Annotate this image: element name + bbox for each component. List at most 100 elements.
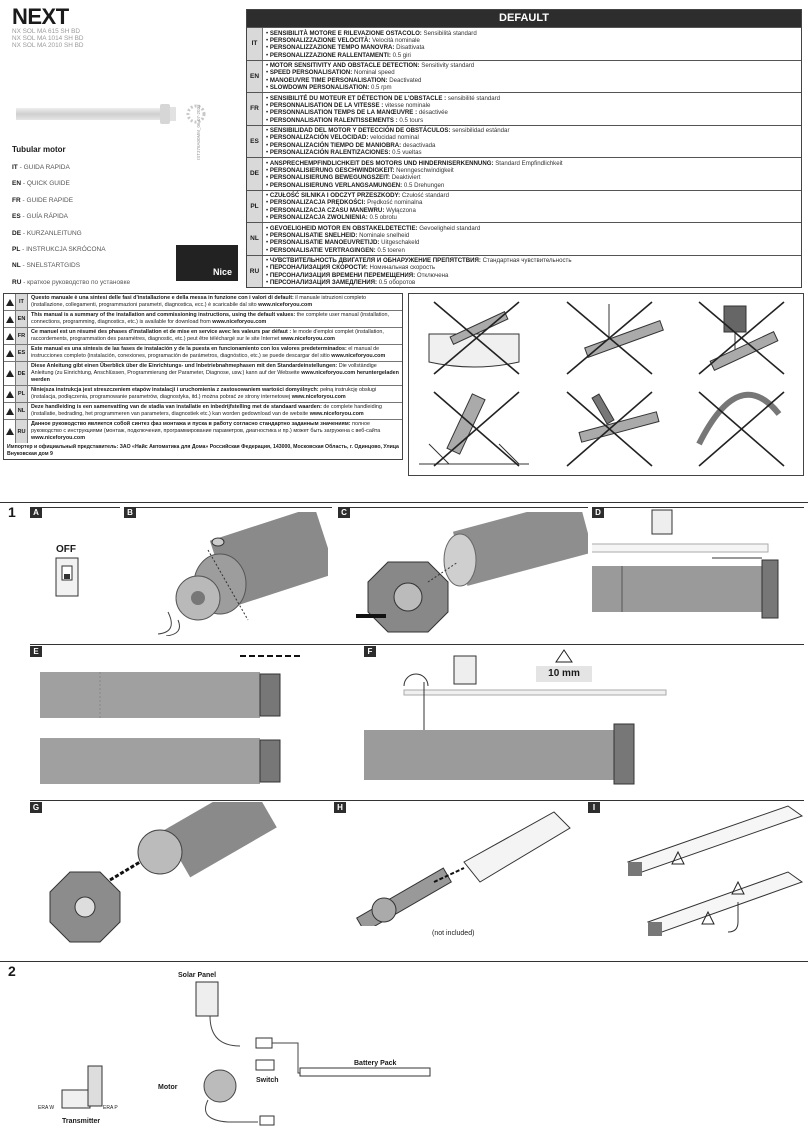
panel-c: C (338, 507, 588, 637)
section-divider (30, 800, 804, 801)
setting-name: PERSONALIZACJA PRĘDKOŚCI: (269, 199, 366, 207)
website-link[interactable]: www.niceforyou.com (280, 336, 335, 342)
setting-value: Deactivated (389, 76, 422, 84)
notice-text: полное руководство с инструкциями (монта… (31, 421, 381, 434)
language-code: NL (16, 403, 28, 419)
language-code: FR (16, 328, 28, 344)
motor-label: Motor (158, 1084, 178, 1091)
setting-name: PERSONALIZACIÓN RALENTIZACIONES: (269, 149, 391, 157)
default-setting-line: • ПЕРСОНАЛИЗАЦИЯ ВРЕМЕНИ ПЕРЕМЕЩЕНИЯ: От… (266, 271, 449, 279)
notice-text: le mode d'emploi complet (installation, … (31, 329, 384, 342)
setting-value: Sensibilità standard (423, 29, 477, 37)
setting-value: sensibilité standard (447, 94, 501, 102)
warning-icon (4, 311, 16, 327)
setting-name: PERSONALIZZAZIONE TEMPO MANOVRA: (269, 44, 395, 52)
language-code: RU (16, 420, 28, 443)
setting-name: ПЕРСОНАЛИЗАЦИЯ ВРЕМЕНИ ПЕРЕМЕЩЕНИЯ: (269, 271, 416, 279)
notice-text: the complete user manual (installation, … (31, 312, 389, 325)
website-link[interactable]: www.niceforyou.com (309, 411, 364, 417)
default-setting-line: • SLOWDOWN PERSONALISATION: 0.5 rpm (266, 84, 392, 92)
measure-tube-illustration (592, 509, 779, 619)
setting-value: désactivée (418, 109, 448, 117)
language-guide-title: GUÍA RÁPIDA (26, 213, 68, 221)
default-setting-line: • PERSONALISIERUNG GESCHWINDIGKEIT: Nenn… (266, 166, 454, 174)
language-code: DE (247, 158, 263, 190)
default-row: FR• SENSIBILITÉ DU MOTEUR ET DÉTECTION D… (247, 92, 801, 125)
default-setting-line: • PERSONALIZACJA ZWOLNIENIA: 0.5 obrotu (266, 214, 397, 222)
website-link[interactable]: www.niceforyou.com (331, 353, 386, 359)
language-code: FR (247, 93, 263, 125)
brand-title: NEXT (12, 4, 69, 29)
model-name: NX SOL MA 1014 SH BD (12, 35, 84, 42)
tube-insert-illustration (40, 655, 300, 784)
default-setting-line: • ПЕРСОНАЛИЗАЦИЯ СКОРОСТИ: Номинальная с… (266, 264, 436, 272)
panel-label: G (30, 802, 42, 813)
website-link[interactable]: www.niceforyou.com (31, 435, 86, 441)
notice-heading: Este manual es una síntesis de las fases… (31, 346, 347, 352)
setting-name: PERSONNALISATION DE LA VITESSE : (269, 101, 384, 109)
default-setting-line: • PERSONNALISATION DE LA VITESSE : vites… (266, 101, 431, 109)
default-row: EN• MOTOR SENSITIVITY AND OBSTACLE DETEC… (247, 59, 801, 92)
website-link[interactable]: www.niceforyou.com (258, 302, 313, 308)
default-setting-line: • PERSONNALISATION TEMPS DE LA MANŒUVRE … (266, 109, 448, 117)
language-code: PL (247, 190, 263, 222)
setting-name: ПЕРСОНАЛИЗАЦИЯ ЗАМЕДЛЕНИЯ: (269, 279, 378, 287)
notice-heading: Diese Anleitung gibt einen Überblick übe… (31, 363, 338, 369)
off-label: OFF (56, 544, 76, 555)
setting-value: Nominale snelheid (359, 231, 410, 239)
prohibited-actions-panel (408, 293, 804, 476)
language-code: PL (12, 246, 21, 253)
setting-value: 0.5 оборотов (378, 279, 416, 287)
default-setting-line: • ANSPRECHEMPFINDLICHKEIT DES MOTORS UND… (266, 159, 563, 167)
setting-name: PERSONALISATIE VERTRAGINGEN: (269, 246, 376, 254)
panel-e: E (30, 646, 360, 796)
language-item: DE - KURZANLEITUNG (12, 229, 82, 237)
setting-value: Standard Empfindlichkeit (495, 159, 563, 167)
language-code: EN (247, 60, 263, 92)
setting-value: Wyłączona (386, 206, 416, 214)
website-link[interactable]: www.niceforyou.com herunter­geladen werd… (31, 370, 399, 383)
model-name: NX SOL MA 615 SH BD (12, 28, 80, 35)
language-guide-title: GUIDA RAPIDA (23, 164, 70, 171)
importer-note: Импортер и официальный представитель: ЗА… (7, 444, 399, 457)
language-guide-title: краткое руководство по установке (27, 278, 131, 286)
setting-name: SENSIBILITÉ DU MOTEUR ET DÉTECTION DE L'… (269, 94, 447, 102)
drill-position-illustration (364, 649, 667, 785)
setting-value: Uitgeschakeld (381, 239, 420, 247)
setting-name: SENSIBILIDAD DEL MOTOR Y DETECCIÓN DE OB… (269, 127, 451, 134)
language-code: DE (12, 229, 22, 237)
language-item: EN - QUICK GUIDE (12, 180, 70, 188)
default-setting-line: • ЧУВСТВИТЕЛЬНОСТЬ ДВИГАТЕЛЯ И ОБНАРУЖЕН… (266, 257, 572, 264)
panel-h: H (not included) (334, 802, 584, 952)
default-setting-line: • MOTOR SENSITIVITY AND OBSTACLE DETECTI… (266, 62, 475, 69)
language-code: ES (16, 345, 28, 361)
setting-value: Стандартная чувствительность (482, 257, 572, 264)
website-link[interactable]: www.niceforyou.com (212, 319, 267, 325)
setting-value: 0.5 rpm (370, 84, 392, 92)
setting-name: PERSONALISATIE MANOEUVRETIJD: (269, 239, 380, 247)
step-number: 2 (8, 963, 16, 979)
language-guide-title: QUICK GUIDE (26, 180, 70, 188)
setting-name: ЧУВСТВИТЕЛЬНОСТЬ ДВИГАТЕЛЯ И ОБНАРУЖЕНИЕ… (269, 257, 481, 264)
notice-heading: Deze handleiding is een samenvatting van… (31, 404, 322, 410)
notice-text: de complete handleiding (installatie, be… (31, 404, 382, 417)
notice-text: pełną instrukcję obsługi (instalacja, po… (31, 387, 377, 400)
website-link[interactable]: www.niceforyou.com (291, 394, 346, 400)
default-table-title: DEFAULT (247, 10, 801, 27)
setting-value: 0.5 vueltas (392, 149, 422, 157)
section-divider (0, 502, 808, 503)
language-item: FR - GUIDE RAPIDE (12, 196, 74, 204)
default-row: RU• ЧУВСТВИТЕЛЬНОСТЬ ДВИГАТЕЛЯ И ОБНАРУЖ… (247, 254, 801, 287)
breaker-illustration (55, 557, 79, 597)
default-setting-line: • SENSIBILITÉ DU MOTEUR ET DÉTECTION DE … (266, 94, 501, 102)
language-code: RU (12, 278, 22, 286)
wiring-diagram (61, 981, 431, 1126)
panel-b: B (124, 507, 332, 637)
default-row: NL• GEVOELIGHEID MOTOR EN OBSTAKELDETECT… (247, 222, 801, 255)
